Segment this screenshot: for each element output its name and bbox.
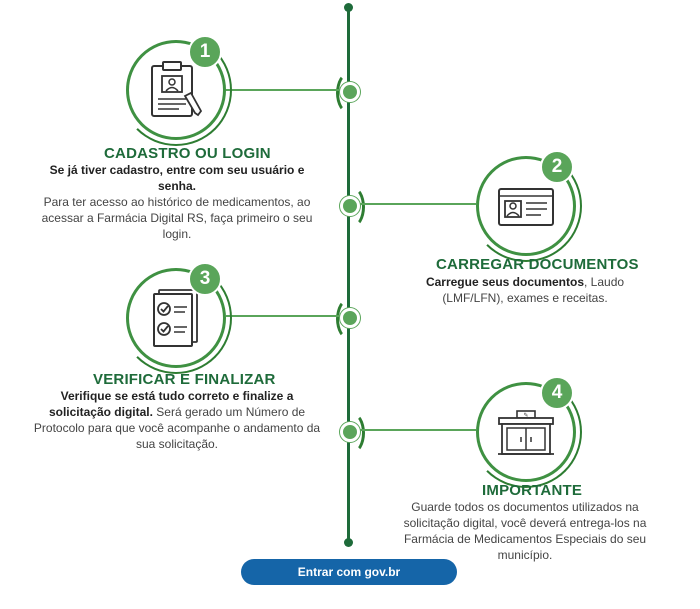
timeline-node-4	[340, 422, 360, 442]
step-1-description-text: Para ter acesso ao histórico de medicame…	[41, 195, 313, 241]
step-1-description: Se já tiver cadastro, entre com seu usuá…	[32, 162, 322, 242]
step-1-title: CADASTRO OU LOGIN	[104, 145, 271, 162]
pharmacy-building-icon: ✎	[498, 410, 554, 455]
step-2-description: Carregue seus documentos, Laudo (LMF/LFN…	[400, 274, 650, 306]
svg-text:✎: ✎	[523, 412, 528, 419]
step-1-description-bold: Se já tiver cadastro, entre com seu usuá…	[49, 163, 305, 193]
step-4-title: IMPORTANTE	[482, 482, 583, 499]
timeline-node-2	[340, 196, 360, 216]
step-4-description-text: Guarde todos os documentos utilizados na…	[403, 500, 647, 562]
step-2-description-bold: Carregue seus documentos	[425, 275, 584, 289]
step-3-title: VERIFICAR E FINALIZAR	[93, 371, 276, 388]
step-2-title: CARREGAR DOCUMENTOS	[436, 256, 639, 273]
step-3-description-text: Será gerado um Número de Protocolo para …	[33, 405, 321, 451]
step-3-description: Verifique se está tudo correto e finaliz…	[32, 388, 322, 452]
timeline-bracket-2	[339, 186, 365, 228]
timeline-node-1	[340, 82, 360, 102]
connector-3	[226, 315, 340, 317]
step-4-number: 4	[540, 376, 574, 410]
login-govbr-button[interactable]: Entrar com gov.br	[241, 559, 457, 585]
timeline-line	[347, 8, 350, 544]
step-2-description-text: , Laudo (LMF/LFN), exames e receitas.	[442, 275, 625, 305]
id-document-icon	[498, 188, 554, 226]
timeline-node-3	[340, 308, 360, 328]
step-1-number: 1	[188, 35, 222, 69]
timeline-bottom-cap	[344, 538, 353, 547]
timeline-bracket-3	[336, 298, 362, 340]
connector-1	[226, 89, 340, 91]
step-1-circle	[120, 34, 232, 146]
checklist-icon	[153, 289, 198, 347]
timeline-top-cap	[344, 3, 353, 12]
timeline-bracket-1	[336, 72, 362, 114]
step-3-number: 3	[188, 262, 222, 296]
step-4-description: Guarde todos os documentos utilizados na…	[383, 499, 667, 563]
timeline-bracket-4	[339, 412, 365, 454]
step-3-description-bold: Verifique se está tudo correto e finaliz…	[48, 389, 294, 419]
clipboard-profile-icon	[151, 61, 203, 117]
connector-4	[356, 429, 476, 431]
step-2-number: 2	[540, 150, 574, 184]
connector-2	[356, 203, 476, 205]
